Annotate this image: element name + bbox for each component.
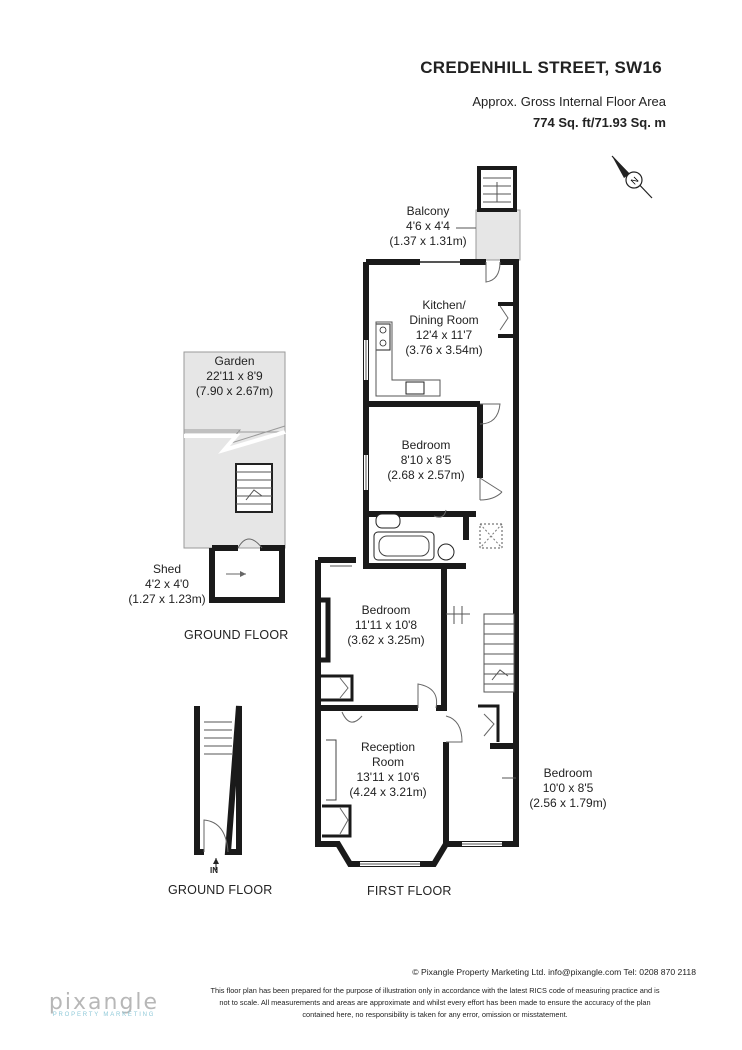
floor-label-first: FIRST FLOOR xyxy=(367,884,452,898)
first-floor-walls xyxy=(315,166,521,867)
room-label-bedroom-middle: Bedroom 11'11 x 10'8 (3.62 x 3.25m) xyxy=(347,603,425,647)
room-label-bedroom-rear: Bedroom 8'10 x 8'5 (2.68 x 2.57m) xyxy=(387,438,465,482)
room-label-kitchen: Kitchen/ Dining Room 12'4 x 11'7 (3.76 x… xyxy=(405,298,483,357)
garden-area xyxy=(183,351,286,549)
footer-contact: © Pixangle Property Marketing Ltd. info@… xyxy=(412,967,696,977)
logo-name: pixangle xyxy=(48,990,160,1015)
logo-tagline: PROPERTY MARKETING xyxy=(52,1012,156,1018)
pixangle-logo: pixangle PROPERTY MARKETING xyxy=(44,990,164,1018)
compass-icon: N xyxy=(611,155,653,199)
area-label: Approx. Gross Internal Floor Area xyxy=(472,94,666,109)
floor-label-ground-lower: GROUND FLOOR xyxy=(168,883,273,897)
compass-letter: N xyxy=(629,175,641,187)
property-title: CREDENHILL STREET, SW16 xyxy=(420,58,662,77)
room-label-garden: Garden 22'11 x 8'9 (7.90 x 2.67m) xyxy=(195,354,274,398)
room-label-shed: Shed 4'2 x 4'0 (1.27 x 1.23m) xyxy=(128,562,206,606)
area-value: 774 Sq. ft/71.93 Sq. m xyxy=(533,115,666,130)
room-label-balcony: Balcony 4'6 x 4'4 (1.37 x 1.31m) xyxy=(389,204,467,248)
footer-disclaimer: This floor plan has been prepared for th… xyxy=(210,986,660,1019)
shed-outline xyxy=(209,538,285,603)
room-label-reception: Reception Room 13'11 x 10'6 (4.24 x 3.21… xyxy=(349,740,427,799)
entrance-label: IN xyxy=(210,866,218,875)
floor-label-ground-upper: GROUND FLOOR xyxy=(184,628,289,642)
room-label-bedroom-front: Bedroom 10'0 x 8'5 (2.56 x 1.79m) xyxy=(529,766,607,810)
entrance-outline xyxy=(194,705,242,870)
